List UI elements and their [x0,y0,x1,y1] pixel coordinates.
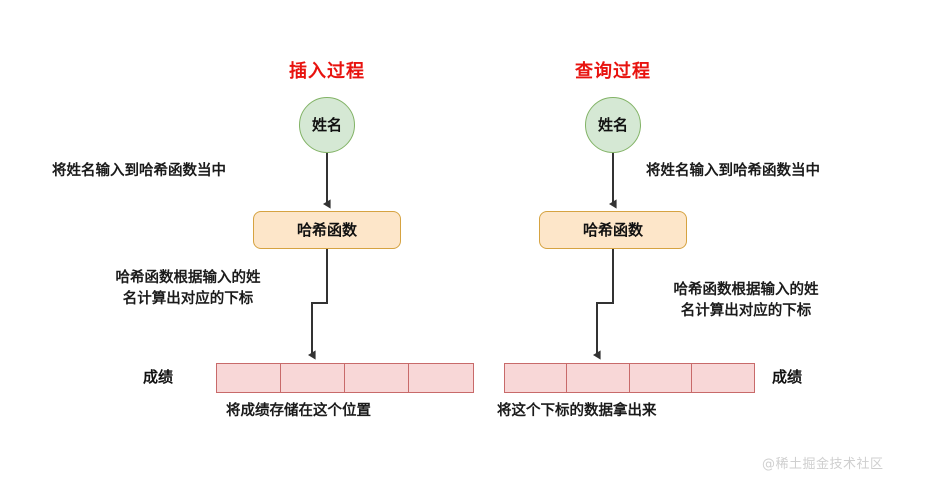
insert-hash-function-box: 哈希函数 [253,211,401,249]
insert-section-title: 插入过程 [289,61,365,82]
watermark: @稀土掘金技术社区 [762,457,884,472]
query-array-cell-2[interactable] [629,364,692,392]
query-score-array [504,363,755,393]
insert-bottom-caption: 将成绩存储在这个位置 [226,403,371,419]
insert-edge2-caption-line1: 哈希函数根据输入的姓 [115,270,261,286]
insert-edge1-caption: 将姓名输入到哈希函数当中 [52,163,226,179]
insert-array-cell-3[interactable] [409,364,473,392]
query-name-node: 姓名 [585,97,641,153]
insert-name-node: 姓名 [299,97,355,153]
query-edge2-caption-line2: 名计算出对应的下标 [680,303,812,320]
query-array-cell-3[interactable] [691,364,754,392]
insert-array-cell-2[interactable] [345,364,409,392]
insert-edge2-caption: 哈希函数根据输入的姓 名计算出对应的下标 [78,268,298,310]
query-edge1-caption: 将姓名输入到哈希函数当中 [646,163,820,179]
query-edge2-caption: 哈希函数根据输入的姓 名计算出对应的下标 [636,280,856,322]
insert-array-cell-1[interactable] [281,364,345,392]
insert-array-cell-0[interactable] [217,364,281,392]
insert-hash-function-label: 哈希函数 [296,220,357,239]
insert-array-label: 成绩 [143,368,174,386]
query-array-cell-0[interactable] [505,364,568,392]
query-array-cell-1[interactable] [567,364,630,392]
query-array-label: 成绩 [772,368,803,386]
insert-edge2-caption-line2: 名计算出对应的下标 [122,291,254,308]
query-bottom-caption: 将这个下标的数据拿出来 [497,403,657,419]
query-name-node-label: 姓名 [597,115,628,134]
insert-name-node-label: 姓名 [311,115,342,134]
query-section-title: 查询过程 [575,61,651,82]
query-hash-function-box: 哈希函数 [539,211,687,249]
query-edge2-caption-line1: 哈希函数根据输入的姓 [673,282,819,298]
query-hash-function-label: 哈希函数 [582,220,643,239]
insert-score-array [216,363,474,393]
